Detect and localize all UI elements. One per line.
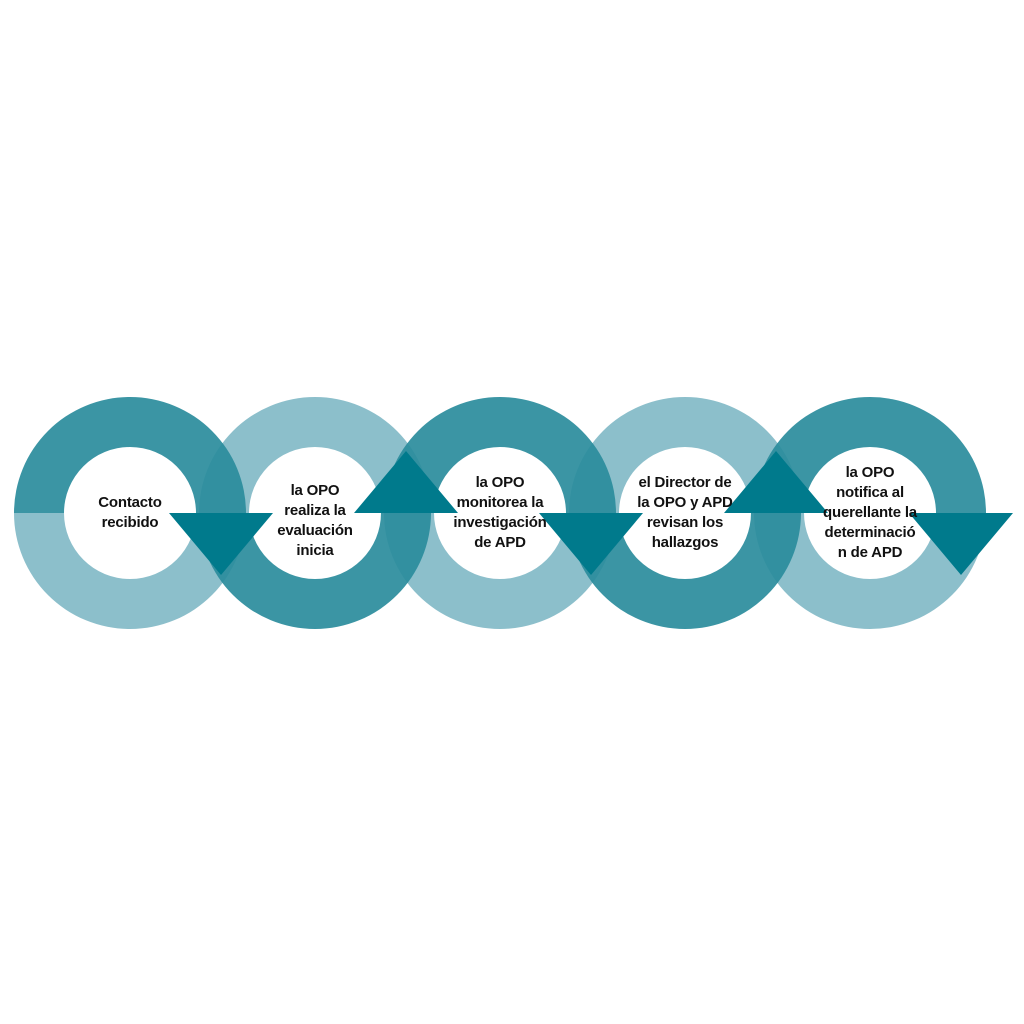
step-1-label: Contacto recibido	[70, 493, 190, 533]
step-2-label: la OPO realiza la evaluación inicia	[255, 481, 375, 561]
ring-5-light-half	[754, 513, 986, 629]
step-4-label: el Director de la OPO y APD revisan los …	[625, 473, 745, 553]
ring-3-dark-half	[384, 397, 616, 513]
step-2-line-1: la OPO	[290, 482, 340, 499]
step-4-line-4: hallazgos	[651, 534, 719, 551]
step-1-line-2: recibido	[101, 514, 159, 531]
arrow-4-up	[724, 451, 828, 513]
ring-front-halves	[14, 397, 986, 629]
step-4-line-2: la OPO y APD	[637, 494, 733, 511]
ring-3-light-half	[384, 513, 616, 629]
step-3-line-4: de APD	[474, 534, 526, 551]
ring-2-dark-half	[199, 513, 431, 629]
ring-2-light-half	[199, 397, 431, 513]
ring-4-dark-half	[569, 513, 801, 629]
step-4-line-3: revisan los	[646, 514, 724, 531]
arrow-1-down	[169, 513, 273, 575]
arrow-5-down	[909, 513, 1013, 575]
step-5-line-2: notifica al	[836, 484, 904, 501]
step-4-line-1: el Director de	[638, 474, 732, 491]
step-1-line-1: Contacto	[98, 494, 162, 511]
ring-back-halves	[14, 397, 986, 629]
step-3-line-3: investigación	[453, 514, 547, 531]
step-5-line-5: n de APD	[837, 544, 903, 561]
step-2-line-2: realiza la	[284, 502, 346, 519]
step-3-label: la OPO monitorea la investigación de APD	[440, 473, 560, 553]
flow-arrows	[169, 451, 1013, 575]
step-5-line-3: querellante la	[823, 504, 917, 521]
arrow-2-up	[354, 451, 458, 513]
ring-1-light-half	[14, 513, 246, 629]
step-3-line-1: la OPO	[475, 474, 525, 491]
step-5-label: la OPO notifica al querellante la determ…	[810, 463, 930, 563]
ring-4-light-half	[569, 397, 801, 513]
step-2-line-4: inicia	[296, 542, 334, 559]
step-2-line-3: evaluación	[277, 522, 353, 539]
ring-5-dark-half	[754, 397, 986, 513]
step-5-line-4: determinació	[824, 524, 916, 541]
arrow-3-down	[539, 513, 643, 575]
step-5-line-1: la OPO	[845, 464, 895, 481]
ring-1-dark-half	[14, 397, 246, 513]
step-3-line-2: monitorea la	[456, 494, 544, 511]
